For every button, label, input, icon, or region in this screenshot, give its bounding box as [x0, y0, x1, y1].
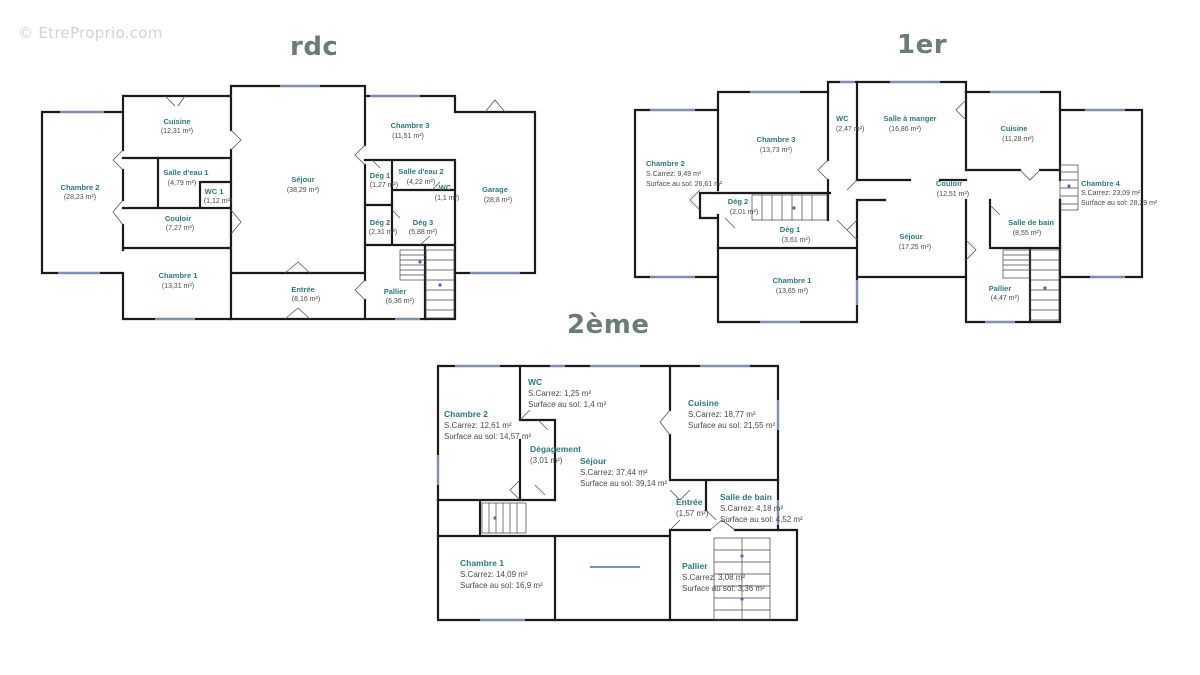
1er-cuisine-name: Cuisine — [1000, 124, 1027, 133]
2eme-chambre-2-name: Chambre 2 — [444, 409, 488, 419]
rdc-wc-name: WC — [439, 183, 452, 192]
rdc-entree-name: Entrée — [291, 285, 314, 294]
rdc-garage-area: (28,8 m²) — [484, 197, 512, 204]
1er-pallier-name: Pallier — [989, 284, 1012, 293]
rdc-deg-3-area: (5,88 m²) — [409, 229, 437, 236]
2eme-sejour-carrez: S.Carrez: 37,44 m² — [580, 468, 648, 477]
2eme-sejour-name: Séjour — [580, 456, 607, 466]
1er-couloir-name: Couloir — [936, 179, 962, 188]
1er-cuisine-area: (11,28 m²) — [1002, 136, 1034, 143]
2eme-wc-carrez: S.Carrez: 1,25 m² — [528, 389, 591, 398]
1er-chambre-4-carrez: S.Carrez: 23,09 m² — [1081, 190, 1141, 197]
1er-salle-de-bain-name: Salle de bain — [1008, 218, 1054, 227]
2eme-salle-de-bain-sol: Surface au sol: 4,52 m² — [720, 515, 803, 524]
rdc-deg-1-name: Dég 1 — [370, 171, 390, 180]
1er-chambre-1-name: Chambre 1 — [773, 276, 812, 285]
1er-chambre-4-name: Chambre 4 — [1081, 179, 1121, 188]
floorplan-rdc: Chambre 2 (28,23 m²) Cuisine (12,31 m²) … — [40, 84, 537, 321]
2eme-pallier-carrez: S.Carrez: 3,08 m² — [682, 573, 745, 582]
rdc-couloir-area: (7,27 m²) — [166, 225, 194, 232]
2eme-entree-area: (1,57 m²) — [676, 509, 709, 518]
2eme-salle-de-bain-carrez: S.Carrez: 4,18 m² — [720, 504, 783, 513]
1er-chambre-3-area: (13,73 m²) — [760, 147, 792, 154]
rdc-salle-eau-1-area: (4,79 m²) — [168, 180, 196, 187]
rdc-wc-area: (1,1 m²) — [435, 195, 460, 202]
2eme-sejour-sol: Surface au sol: 39,14 m² — [580, 479, 667, 488]
1er-chambre-2-name: Chambre 2 — [646, 159, 685, 168]
floor-title-2eme: 2ème — [567, 310, 650, 340]
1er-deg-1-name: Dég 1 — [780, 225, 800, 234]
rdc-pallier-name: Pallier — [384, 287, 407, 296]
2eme-cuisine-sol: Surface au sol: 21,55 m² — [688, 421, 775, 430]
1er-sejour-name: Séjour — [899, 232, 922, 241]
rdc-chambre-3-area: (11,51 m²) — [392, 133, 424, 140]
rdc-salle-eau-2-area: (4,22 m²) — [407, 179, 435, 186]
floor-title-1er: 1er — [897, 30, 948, 60]
2eme-wc-sol: Surface au sol: 1,4 m² — [528, 400, 607, 409]
rdc-salle-eau-2-name: Salle d'eau 2 — [398, 167, 443, 176]
rdc-chambre-2-area: (28,23 m²) — [64, 194, 96, 201]
1er-deg-1-area: (3,61 m²) — [782, 237, 810, 244]
rdc-cuisine-area: (12,31 m²) — [161, 128, 193, 135]
1er-chambre-2-sol: Surface au sol: 26,61 m² — [646, 181, 723, 188]
rdc-chambre-2-name: Chambre 2 — [61, 183, 100, 192]
rdc-entree-area: (8,16 m²) — [292, 296, 320, 303]
1er-salle-a-manger-area: (16,86 m²) — [889, 126, 921, 133]
rdc-chambre-3-name: Chambre 3 — [391, 121, 430, 130]
2eme-salle-de-bain-name: Salle de bain — [720, 492, 772, 502]
rdc-deg-2-area: (2,31 m²) — [369, 229, 397, 236]
1er-chambre-2-carrez: S.Carrez: 9,49 m² — [646, 171, 702, 178]
2eme-chambre-2-carrez: S.Carrez: 12,61 m² — [444, 421, 512, 430]
2eme-cuisine-name: Cuisine — [688, 398, 719, 408]
1er-deg-2-area: (2,01 m²) — [730, 209, 758, 216]
2eme-wc-name: WC — [528, 377, 542, 387]
1er-couloir-area: (12,51 m²) — [937, 191, 969, 198]
rdc-sejour-name: Séjour — [291, 175, 314, 184]
2eme-chambre-1-name: Chambre 1 — [460, 558, 504, 568]
rdc-wc-1-name: WC 1 — [205, 187, 224, 196]
2eme-chambre-1-sol: Surface au sol: 16,9 m² — [460, 581, 543, 590]
1er-chambre-1-area: (13,65 m²) — [776, 288, 808, 295]
2eme-pallier-name: Pallier — [682, 561, 708, 571]
rdc-deg-1-area: (1,27 m²) — [370, 182, 398, 189]
2eme-chambre-2-sol: Surface au sol: 14,57 m² — [444, 432, 531, 441]
1er-wc-area: (2,47 m²) — [836, 126, 864, 133]
rdc-deg-2-name: Dég 2 — [370, 218, 390, 227]
rdc-deg-3-name: Dég 3 — [413, 218, 433, 227]
floorplan-2eme: WC S.Carrez: 1,25 m² Surface au sol: 1,4… — [436, 364, 803, 622]
rdc-chambre-1-name: Chambre 1 — [159, 271, 198, 280]
1er-chambre-4-sol: Surface au sol: 28,29 m² — [1081, 200, 1158, 207]
1er-sejour-area: (17,25 m²) — [899, 244, 931, 251]
2eme-pallier-sol: Surface au sol: 3,36 m² — [682, 584, 765, 593]
2eme-degagement-name: Dégagement — [530, 444, 581, 454]
floor-title-rdc: rdc — [290, 32, 339, 62]
1er-pallier-area: (4,47 m²) — [991, 295, 1019, 302]
rdc-sejour-area: (38,29 m²) — [287, 187, 319, 194]
2eme-degagement-area: (3,01 m²) — [530, 456, 563, 465]
floorplan-1er: Chambre 2 S.Carrez: 9,49 m² Surface au s… — [633, 80, 1158, 324]
rdc-couloir-name: Couloir — [165, 214, 191, 223]
rdc-cuisine-name: Cuisine — [163, 117, 190, 126]
1er-wc-name: WC — [836, 114, 849, 123]
1er-salle-de-bain-area: (8,55 m²) — [1013, 230, 1041, 237]
1er-salle-a-manger-name: Salle à manger — [884, 114, 937, 123]
2eme-cuisine-carrez: S.Carrez: 18,77 m² — [688, 410, 756, 419]
rdc-salle-eau-1-name: Salle d'eau 1 — [163, 168, 208, 177]
rdc-garage-name: Garage — [482, 185, 508, 194]
2eme-chambre-1-carrez: S.Carrez: 14,09 m² — [460, 570, 528, 579]
1er-chambre-3-name: Chambre 3 — [757, 135, 796, 144]
watermark: © EtreProprio.com — [18, 24, 163, 42]
rdc-chambre-1-area: (13,31 m²) — [162, 283, 194, 290]
rdc-pallier-area: (6,36 m²) — [386, 298, 414, 305]
rdc-wc-1-area: (1,12 m²) — [204, 198, 232, 205]
2eme-entree-name: Entrée — [676, 497, 703, 507]
1er-deg-2-name: Dég 2 — [728, 197, 748, 206]
